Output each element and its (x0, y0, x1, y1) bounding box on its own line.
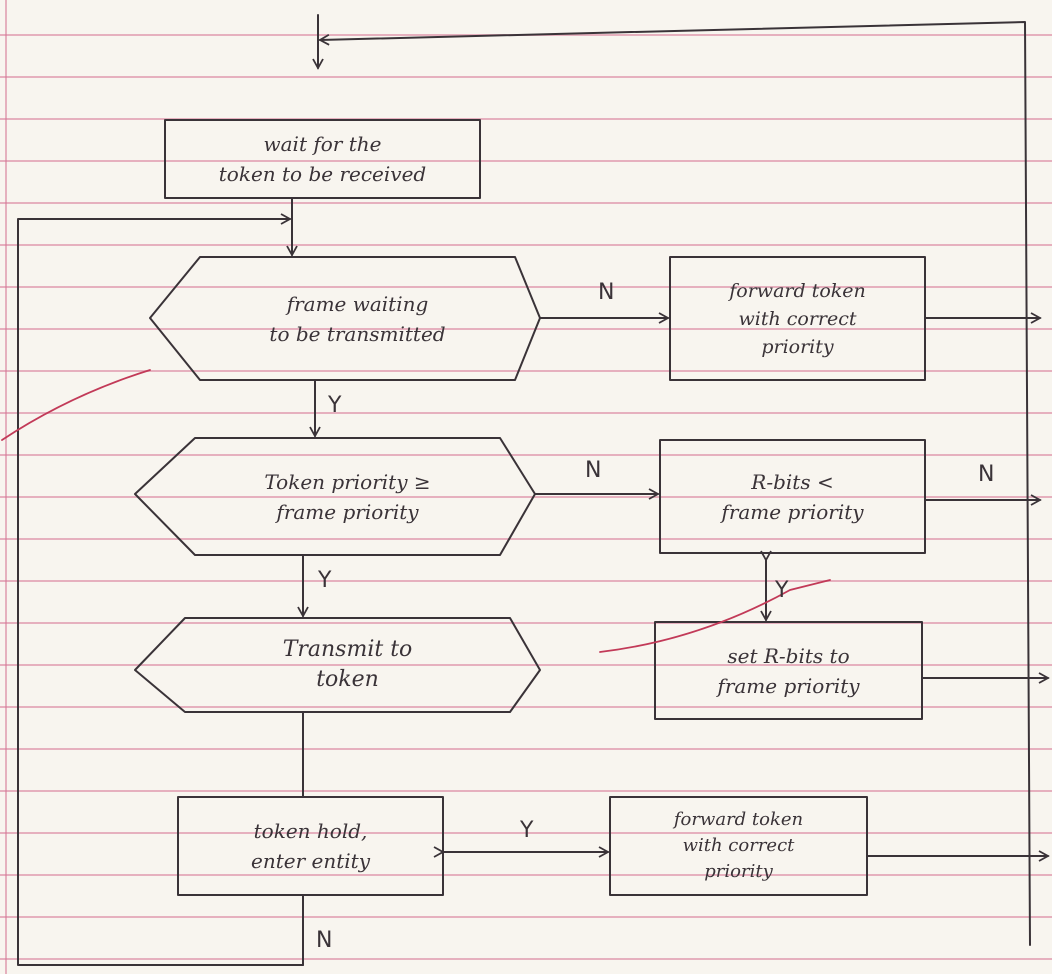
box-set-rbits (654, 621, 923, 720)
hexagon-transmit (134, 617, 541, 713)
red-pen-stroke-2 (599, 579, 831, 653)
edge-label-rbits-yes: Y (775, 578, 789, 603)
page-margin-line (5, 0, 7, 974)
loop-back-line (17, 213, 304, 966)
edge-label-priority-no: N (585, 458, 602, 483)
edge-label-token-hold-no: N (316, 928, 333, 953)
red-pen-stroke-1 (1, 369, 151, 441)
box-rbits-compare (659, 439, 926, 554)
label-frame-waiting: frame waiting to be transmitted (269, 291, 446, 346)
return-line (318, 21, 1031, 946)
edge-label-rbits-no: N (978, 462, 995, 487)
box-forward-token-2 (609, 796, 868, 896)
label-token-hold: token hold, enter entity (251, 819, 370, 873)
label-transmit: Transmit to token (282, 637, 413, 692)
edge-label-frame-waiting-yes: Y (328, 393, 342, 418)
label-rbits-compare: R-bits < frame priority (721, 469, 864, 524)
label-wait-token: wait for the token to be received (218, 132, 427, 186)
label-forward-token-2: forward token with correct priority (673, 809, 804, 882)
box-wait-token (164, 119, 481, 199)
label-priority-compare: Token priority ≥ frame priority (264, 469, 431, 524)
edge-label-priority-yes: Y (318, 568, 332, 593)
box-token-hold (177, 796, 444, 896)
edge-label-frame-waiting-no: N (598, 280, 615, 305)
label-set-rbits: set R-bits to frame priority (717, 643, 860, 698)
label-forward-token-1: forward token with correct priority (729, 279, 866, 358)
edge-label-token-hold-yes: Y (520, 818, 534, 843)
